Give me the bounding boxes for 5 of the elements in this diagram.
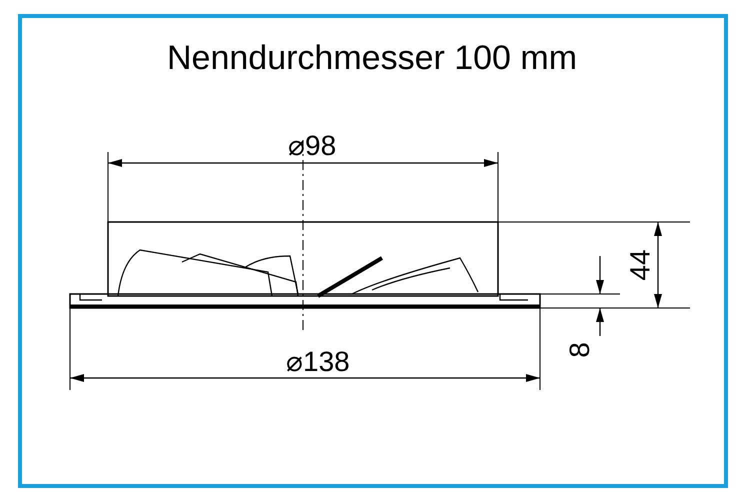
dimension-label: 44 <box>626 249 654 281</box>
dimension-label: 8 <box>566 342 594 358</box>
diagram-title: Nenndurchmesser 100 mm <box>167 41 578 75</box>
dimension-label: ⌀98 <box>288 132 336 160</box>
dimension-label: ⌀138 <box>286 348 350 376</box>
